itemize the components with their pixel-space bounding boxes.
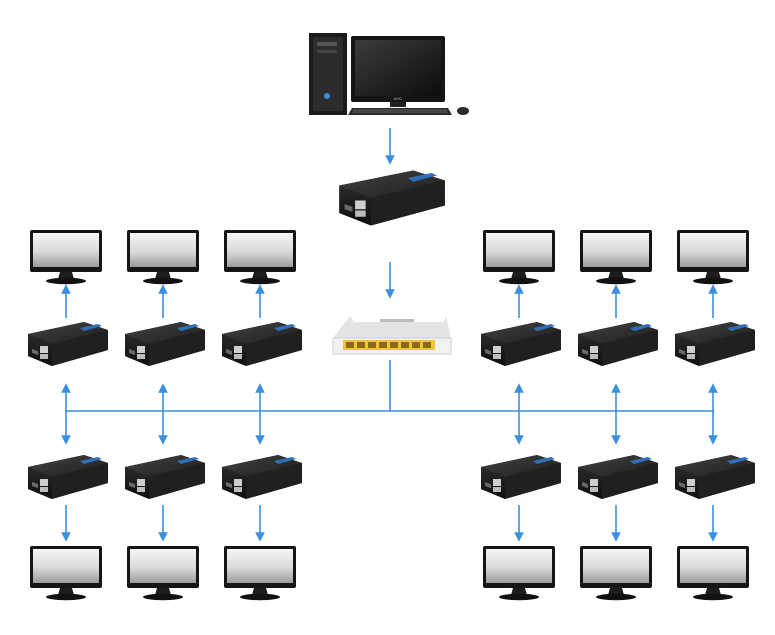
- receiver-bottom-5: [578, 455, 658, 499]
- receiver-top-2: [125, 322, 205, 366]
- hdmi-extender-icon: [578, 322, 658, 366]
- receiver-bottom-3: [222, 455, 302, 499]
- transmitter: [339, 170, 445, 226]
- receiver-bottom-1: [28, 455, 108, 499]
- receiver-bottom-2: [125, 455, 205, 499]
- display-top-6: [677, 230, 749, 285]
- flat-monitor-icon: [483, 230, 555, 285]
- receiver-top-3: [222, 322, 302, 366]
- display-bottom-5: [580, 546, 652, 601]
- desktop-computer-icon: AOC: [309, 33, 469, 115]
- flat-monitor-icon: [127, 230, 199, 285]
- hdmi-extender-icon: [675, 455, 755, 499]
- receiver-bottom-4: [481, 455, 561, 499]
- hdmi-extender-icon: [481, 322, 561, 366]
- flat-monitor-icon: [580, 546, 652, 601]
- hdmi-extender-icon: [481, 455, 561, 499]
- flat-monitor-icon: [677, 546, 749, 601]
- monitor-logo: AOC: [394, 96, 403, 101]
- display-bottom-4: [483, 546, 555, 601]
- display-top-5: [580, 230, 652, 285]
- hdmi-extender-icon: [578, 455, 658, 499]
- flat-monitor-icon: [224, 546, 296, 601]
- display-bottom-6: [677, 546, 749, 601]
- receiver-top-4: [481, 322, 561, 366]
- receiver-nodes: [28, 230, 755, 601]
- flat-monitor-icon: [580, 230, 652, 285]
- connection-bus: [66, 360, 714, 412]
- display-top-3: [224, 230, 296, 285]
- source-computer: AOC: [309, 33, 469, 115]
- hdmi-extender-icon: [222, 322, 302, 366]
- hdmi-extender-icon: [222, 455, 302, 499]
- receiver-top-6: [675, 322, 755, 366]
- hdmi-extender-icon: [125, 322, 205, 366]
- display-bottom-2: [127, 546, 199, 601]
- hdmi-extender-icon: [28, 455, 108, 499]
- display-top-4: [483, 230, 555, 285]
- display-top-2: [127, 230, 199, 285]
- connection-arrows: [61, 128, 718, 542]
- receiver-bottom-6: [675, 455, 755, 499]
- receiver-top-1: [28, 322, 108, 366]
- flat-monitor-icon: [127, 546, 199, 601]
- network-switch: [332, 316, 452, 355]
- network-switch-icon: [332, 316, 452, 355]
- display-bottom-1: [30, 546, 102, 601]
- display-bottom-3: [224, 546, 296, 601]
- display-top-1: [30, 230, 102, 285]
- hdmi-extender-icon: [28, 322, 108, 366]
- flat-monitor-icon: [483, 546, 555, 601]
- flat-monitor-icon: [30, 230, 102, 285]
- flat-monitor-icon: [677, 230, 749, 285]
- hdmi-extender-icon: [339, 170, 445, 226]
- receiver-top-5: [578, 322, 658, 366]
- flat-monitor-icon: [30, 546, 102, 601]
- hdmi-extender-icon: [675, 322, 755, 366]
- hdmi-extender-icon: [125, 455, 205, 499]
- flat-monitor-icon: [224, 230, 296, 285]
